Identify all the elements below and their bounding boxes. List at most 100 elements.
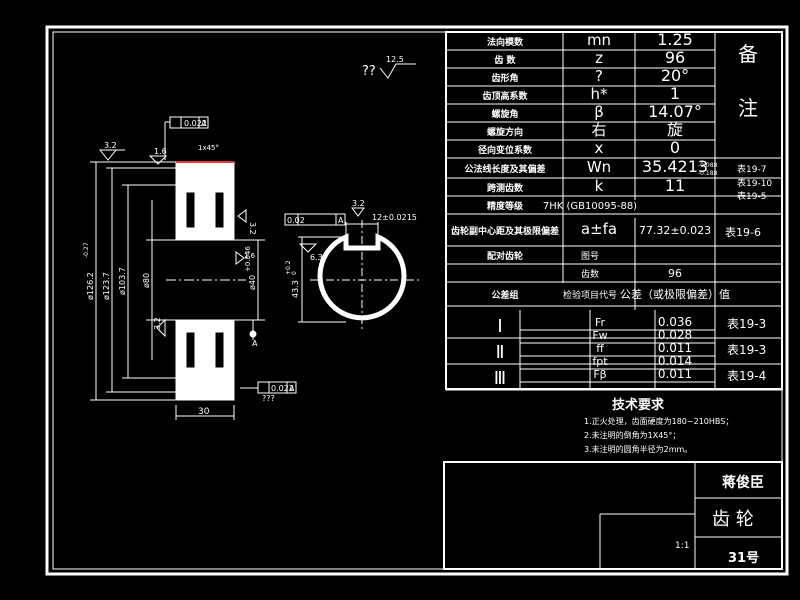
datum-label: A bbox=[338, 216, 344, 225]
gear-section-view bbox=[90, 116, 297, 420]
param-name: 螺旋方向 bbox=[487, 126, 523, 138]
param-value: 旋 bbox=[667, 120, 683, 139]
symmetry-tolerance: 0.02 bbox=[287, 216, 305, 225]
group-label: Ⅲ bbox=[494, 368, 506, 389]
param-name: 公差组 bbox=[491, 289, 518, 301]
diameter-tol: -0.27 bbox=[83, 242, 90, 258]
keyway-width-dim: 12±0.0215 bbox=[372, 213, 417, 222]
roughness-value: 3.2 bbox=[153, 317, 162, 330]
param-symbol: 齿数 bbox=[581, 268, 599, 280]
roughness-value: 6.3 bbox=[310, 253, 323, 262]
chamfer-dim: 1x45° bbox=[198, 144, 219, 152]
param-symbol: mn bbox=[587, 31, 611, 49]
param-symbol: ? bbox=[595, 67, 603, 85]
remark-ref: 表19-6 bbox=[725, 225, 761, 239]
param-value: 20° bbox=[661, 66, 689, 85]
title-block bbox=[443, 461, 783, 570]
group-symbol: Fw bbox=[592, 329, 607, 342]
param-name: 径向变位系数 bbox=[478, 144, 533, 156]
runout-tolerance: 0.022 bbox=[271, 384, 294, 393]
group-ref: 表19-4 bbox=[727, 369, 766, 383]
rim-bottom bbox=[175, 379, 235, 401]
group-symbol: Fβ bbox=[593, 368, 606, 381]
bore-tolerance: +0.046 bbox=[244, 246, 252, 272]
param-value: 公差（或极限偏差）值 bbox=[620, 287, 730, 301]
author-name: 蒋俊臣 bbox=[722, 475, 764, 491]
param-symbol: k bbox=[595, 177, 604, 195]
param-symbol: 检验项目代号 bbox=[563, 289, 617, 301]
param-name: 齿 数 bbox=[494, 54, 516, 66]
tech-req-item: 3.未注明的圆角半径为2mm。 bbox=[584, 445, 693, 454]
group-value: 0.011 bbox=[658, 341, 692, 355]
tech-req-item: 1.正火处理，齿面硬度为180~210HBS； bbox=[584, 417, 734, 426]
param-name: 法向模数 bbox=[487, 36, 524, 48]
parameter-table bbox=[445, 31, 783, 391]
param-name: 齿顶高系数 bbox=[482, 90, 528, 102]
param-name: 精度等级 bbox=[487, 200, 524, 212]
rim-top bbox=[175, 161, 235, 181]
roughness-mark: ?? bbox=[362, 64, 376, 79]
group-ref: 表19-3 bbox=[727, 317, 766, 331]
param-name: 公法线长度及其偏差 bbox=[464, 163, 545, 175]
group-symbol: Fr bbox=[595, 316, 606, 329]
param-symbol: Wn bbox=[587, 158, 611, 176]
keyway-depth-tol: +0.2 bbox=[285, 260, 292, 275]
param-name: 配对齿轮 bbox=[487, 250, 523, 262]
datum-label: A bbox=[252, 339, 258, 348]
param-symbol: h* bbox=[590, 85, 608, 103]
param-value: 96 bbox=[665, 48, 685, 67]
roughness-value: 12.5 bbox=[386, 55, 404, 64]
unknown-mark: ??? bbox=[262, 394, 275, 403]
param-name: 螺旋角 bbox=[491, 108, 518, 120]
param-tol: -0.188 bbox=[698, 170, 718, 177]
tech-req-title: 技术要求 bbox=[612, 398, 665, 413]
param-name: 齿形角 bbox=[491, 72, 518, 84]
group-value: 0.036 bbox=[658, 315, 692, 329]
param-symbol: 右 bbox=[591, 121, 606, 139]
roughness-value: 3.2 bbox=[104, 141, 117, 150]
param-symbol: 7HK (GB10095-88) bbox=[543, 201, 637, 212]
diameter-dim: ø80 bbox=[142, 273, 151, 288]
datum-label: A bbox=[201, 119, 207, 128]
keyway-depth-dim: 43.3 bbox=[291, 280, 300, 298]
group-value: 0.014 bbox=[658, 354, 692, 368]
roughness-value: 3.2 bbox=[352, 199, 365, 208]
roughness-value: 3.2 bbox=[248, 222, 257, 235]
group-value: 0.028 bbox=[658, 328, 692, 342]
tech-req-list: 1.正火处理，齿面硬度为180~210HBS； 2.未注明的倒角为1X45°； … bbox=[584, 415, 733, 457]
param-symbol: z bbox=[595, 49, 603, 67]
param-value: 77.32±0.023 bbox=[639, 224, 711, 237]
roughness-value: 1.6 bbox=[154, 147, 167, 156]
param-value: 11 bbox=[665, 176, 685, 195]
bore-keyway-view bbox=[284, 207, 420, 330]
param-value: 35.4213 bbox=[642, 157, 708, 176]
keyway-depth-tol: 0 bbox=[291, 271, 298, 275]
drawing-number: 31号 bbox=[728, 551, 760, 566]
param-symbol: β bbox=[594, 103, 604, 121]
remarks-title-1: 备 bbox=[738, 42, 758, 66]
group-symbol: ff bbox=[596, 342, 604, 355]
param-symbol: 图号 bbox=[581, 251, 599, 262]
param-value: 1 bbox=[670, 84, 680, 103]
global-roughness-symbol bbox=[379, 63, 416, 79]
width-dim: 30 bbox=[198, 407, 210, 417]
remark-ref: 表19-5 bbox=[737, 190, 766, 202]
param-value: 0 bbox=[670, 138, 680, 157]
diameter-dim: ø123.7 bbox=[102, 272, 111, 300]
remarks-title-2: 注 bbox=[738, 96, 758, 120]
part-name: 齿 轮 bbox=[712, 509, 754, 530]
group-value: 0.011 bbox=[658, 367, 692, 381]
scale-label: 1:1 bbox=[675, 541, 690, 551]
param-name: 齿轮副中心距及其极限偏差 bbox=[451, 225, 559, 237]
outer-frame bbox=[45, 25, 789, 576]
diameter-dim: ø103.7 bbox=[118, 267, 127, 295]
diameter-dim: ø40 bbox=[248, 275, 257, 290]
group-ref: 表19-3 bbox=[727, 343, 766, 357]
roughness-value: 1.6 bbox=[244, 252, 256, 260]
param-tol: -0.088 bbox=[698, 162, 718, 169]
bore-outline bbox=[317, 233, 407, 321]
group-symbol: fpt bbox=[592, 355, 608, 368]
remark-ref: 表19-7 bbox=[737, 163, 766, 175]
